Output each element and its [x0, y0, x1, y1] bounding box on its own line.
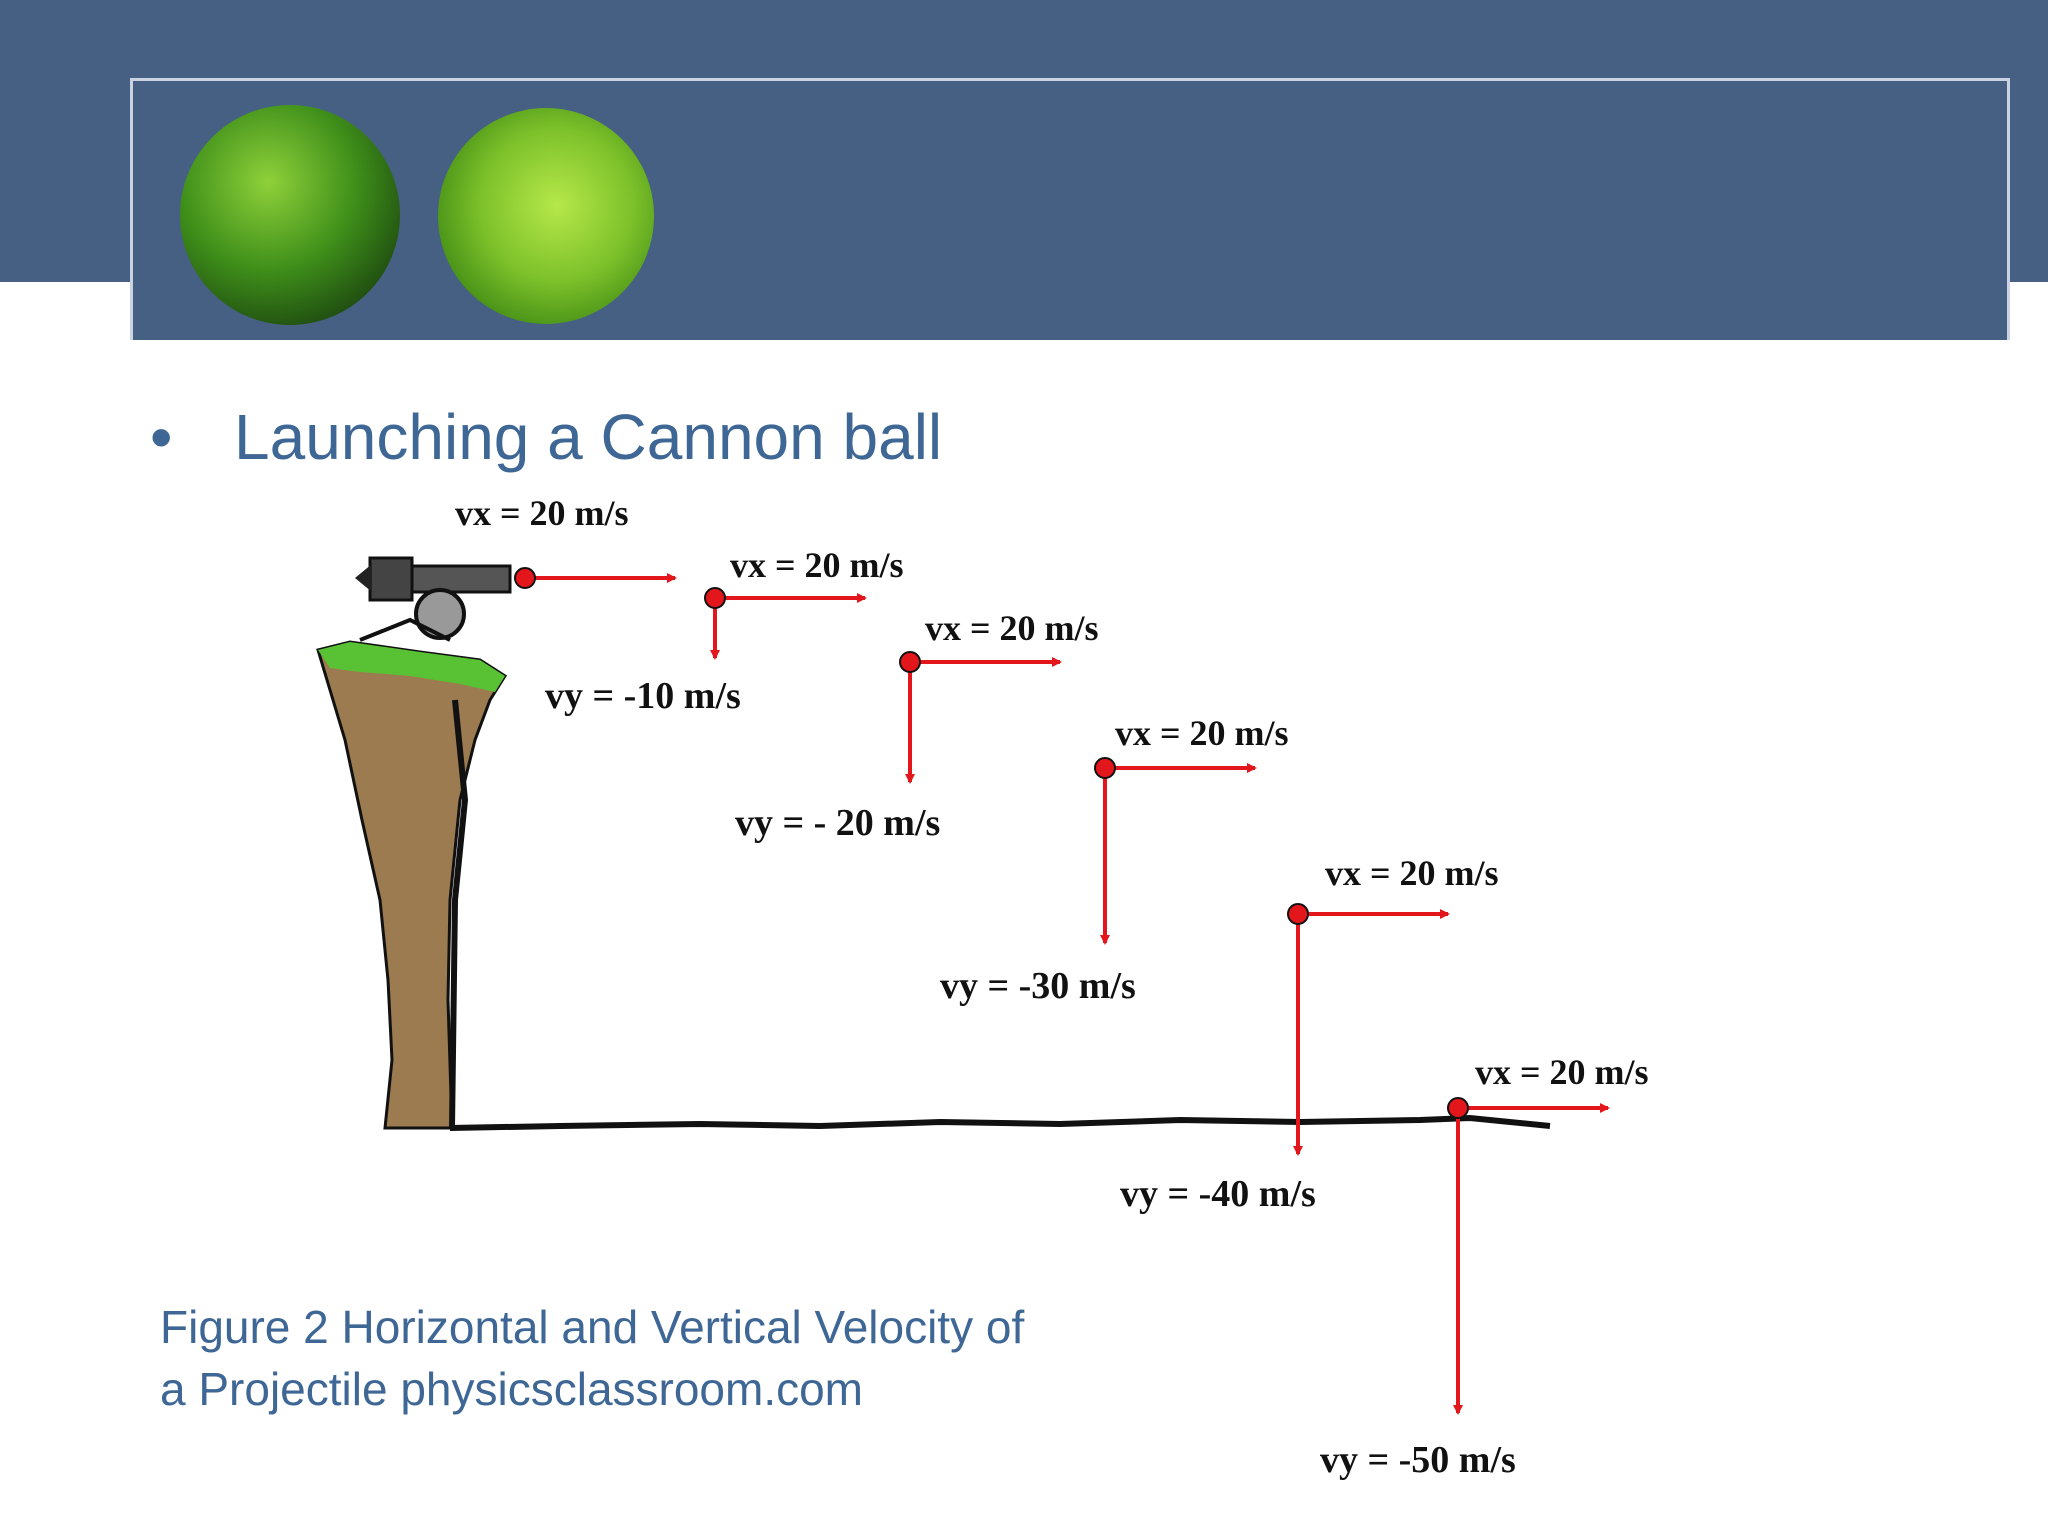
leaf-orb-image [180, 105, 400, 325]
vx-label-5: vx = 20 m/s [1325, 853, 1499, 893]
cannonball-4 [1094, 757, 1116, 779]
vx-label-4: vx = 20 m/s [1115, 713, 1289, 753]
vy-label-2: vy = - 20 m/s [735, 802, 940, 844]
vx-label-3: vx = 20 m/s [925, 608, 1099, 648]
bullet-text: Launching a Cannon ball [234, 401, 943, 473]
vy-label-3: vy = -30 m/s [940, 965, 1136, 1007]
caption-line-2: a Projectile physicsclassroom.com [160, 1363, 864, 1415]
caption-line-1: Figure 2 Horizontal and Vertical Velocit… [160, 1301, 1025, 1353]
leaf-orb-image-2 [438, 108, 654, 324]
cannonball-3 [899, 651, 921, 673]
cannonball-1 [514, 567, 536, 589]
ground-line [449, 1114, 1551, 1131]
cannonball-2 [704, 587, 726, 609]
velocity-vectors [514, 567, 1610, 1415]
bullet-dot: • [150, 401, 173, 473]
vy-label-4: vy = -40 m/s [1120, 1173, 1316, 1215]
cannonball-6 [1447, 1097, 1469, 1119]
vy-label-5: vy = -50 m/s [1320, 1439, 1516, 1481]
cliff [316, 640, 508, 1130]
cannonball-5 [1287, 903, 1309, 925]
cannon [355, 556, 512, 642]
vx-label-2: vx = 20 m/s [730, 545, 904, 585]
vx-label-1: vx = 20 m/s [455, 493, 629, 533]
figure-caption: Figure 2 Horizontal and Vertical Velocit… [160, 1296, 1024, 1420]
vy-label-1: vy = -10 m/s [545, 675, 741, 717]
vx-label-6: vx = 20 m/s [1475, 1052, 1649, 1092]
